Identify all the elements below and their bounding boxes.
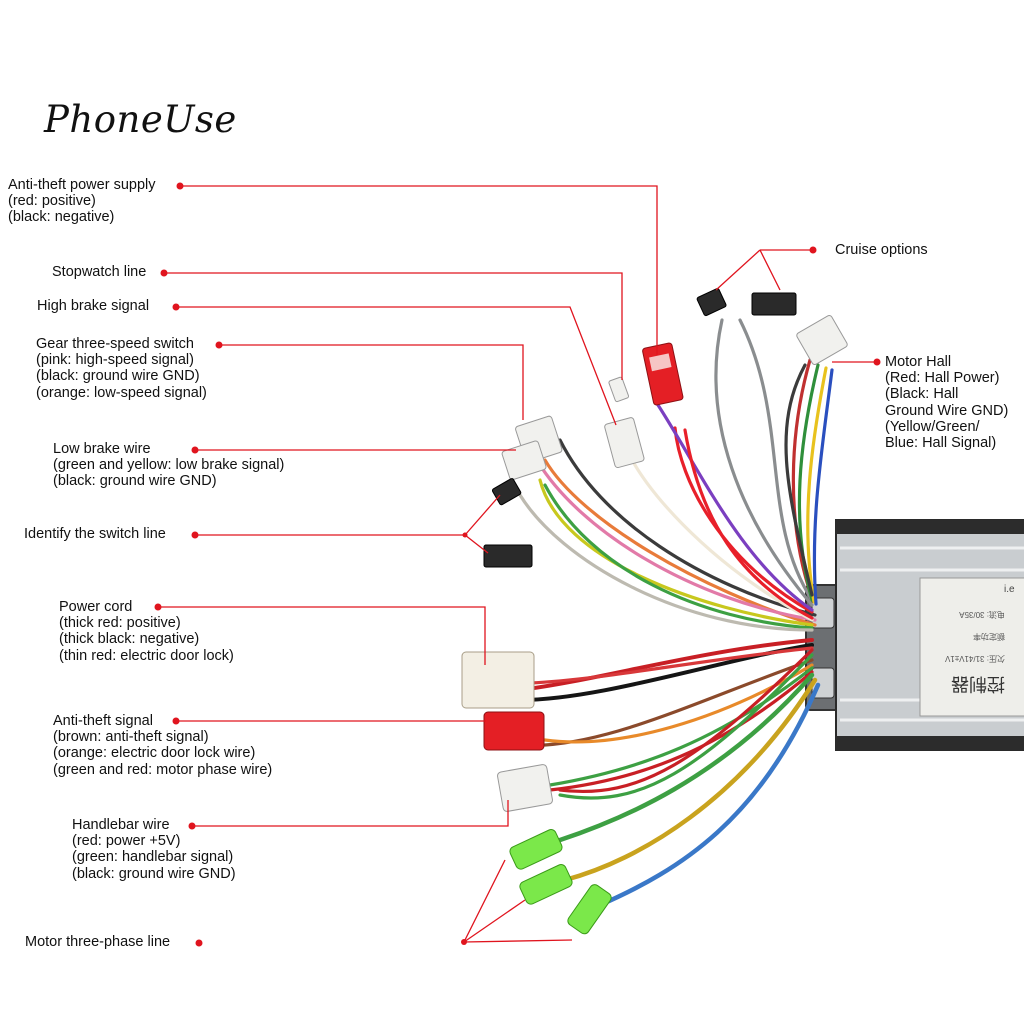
leader-dots [154, 182, 881, 947]
label-title: Anti-theft power supply [8, 177, 156, 193]
label-line: (Black: Hall [885, 386, 959, 403]
label-gear-switch: Gear three-speed switch (pink: high-spee… [36, 336, 207, 401]
label-power-cord: Power cord (thick red: positive) (thick … [59, 599, 234, 664]
label-title: Low brake wire [53, 441, 151, 457]
connectors [461, 288, 848, 935]
label-anti-theft-power: Anti-theft power supply (red: positive) … [8, 177, 156, 226]
label-motor-hall: Motor Hall (Red: Hall Power) (Black: Hal… [885, 354, 1008, 451]
sticker-title: 控制器 [951, 674, 1005, 694]
label-title: Anti-theft signal [53, 713, 153, 729]
label-line: Ground Wire GND) [885, 402, 1009, 419]
label-line: (thick red: positive) [59, 615, 181, 632]
label-line: (green and red: motor phase wire) [53, 761, 273, 778]
label-handlebar: Handlebar wire (red: power +5V) (green: … [72, 817, 236, 882]
label-line: (black: ground wire GND) [72, 865, 236, 882]
label-line: (brown: anti-theft signal) [53, 729, 209, 746]
label-line: Blue: Hall Signal) [885, 435, 997, 452]
label-anti-theft-signal: Anti-theft signal (brown: anti-theft sig… [53, 713, 272, 778]
label-title: Handlebar wire [72, 817, 170, 833]
label-line: (green and yellow: low brake signal) [53, 457, 285, 474]
label-title: Motor three-phase line [25, 934, 171, 950]
label-low-brake: Low brake wire (green and yellow: low br… [53, 441, 284, 490]
sticker-text-4: 欠压: 31/41V±1V [944, 654, 1005, 664]
label-line: (green: handlebar signal) [72, 849, 234, 866]
label-identify-switch: Identify the switch line [24, 526, 166, 542]
label-title: Stopwatch line [52, 264, 147, 280]
label-line: (Yellow/Green/ [885, 418, 980, 435]
label-line: (Red: Hall Power) [885, 370, 1000, 387]
label-line: (thin red: electric door lock) [59, 647, 234, 664]
label-title: Motor Hall [885, 354, 952, 370]
label-line: (black: ground wire GND) [53, 473, 217, 490]
label-cruise: Cruise options [835, 242, 928, 258]
label-title: Identify the switch line [24, 526, 166, 542]
label-title: Cruise options [835, 242, 928, 258]
label-line: (red: power +5V) [72, 833, 181, 850]
label-line: (red: positive) [8, 193, 96, 210]
wire-bundle [518, 318, 834, 908]
sticker-text-1: i.e [1004, 584, 1015, 595]
sticker-text-3: 额定功率 [973, 632, 1005, 642]
label-stopwatch: Stopwatch line [52, 264, 146, 280]
label-line: (orange: low-speed signal) [36, 384, 207, 401]
sticker-text-2: 电流: 30/35A [959, 610, 1005, 620]
label-motor-phase: Motor three-phase line [25, 934, 170, 950]
label-line: (pink: high-speed signal) [36, 352, 194, 369]
label-high-brake: High brake signal [37, 298, 149, 314]
label-line: (black: ground wire GND) [36, 368, 200, 385]
label-line: (black: negative) [8, 209, 115, 226]
label-line: (orange: electric door lock wire) [53, 745, 256, 762]
leader-lines [158, 185, 877, 943]
label-line: (thick black: negative) [59, 631, 200, 648]
label-title: High brake signal [37, 298, 150, 314]
controller-box: i.e 电流: 30/35A 额定功率 欠压: 31/41V±1V 控制器 [805, 519, 1024, 751]
label-title: Gear three-speed switch [36, 336, 194, 352]
label-title: Power cord [59, 599, 133, 615]
brand-logo: PhoneUse [44, 98, 237, 141]
